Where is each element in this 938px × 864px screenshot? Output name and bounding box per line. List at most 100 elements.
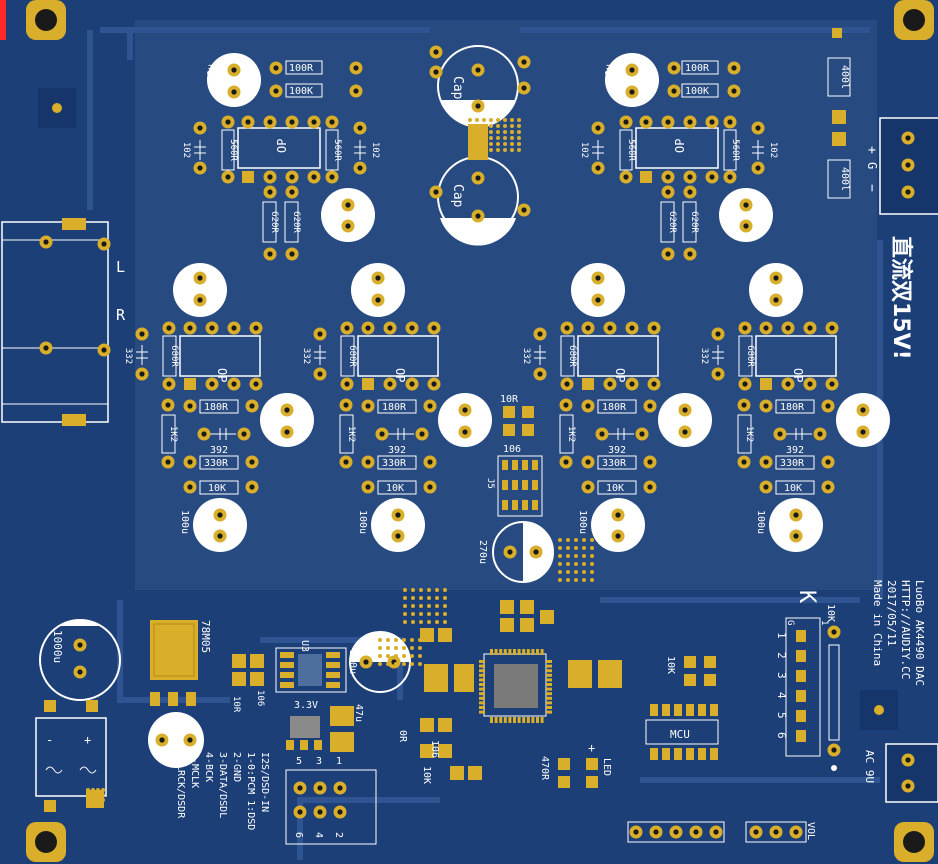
via [482,130,486,134]
via [582,570,586,574]
pin-label: 1 [819,620,829,625]
pin-label: G [785,620,795,625]
via [482,124,486,128]
qfp-lead [522,717,526,723]
qfp-lead [479,696,485,700]
qfp-lead [479,664,485,668]
pin-number: 5 [775,712,788,719]
via [503,130,507,134]
qfp-lead [546,710,552,714]
qfp-lead [526,717,530,723]
via [468,130,472,134]
via [403,588,407,592]
resistor-label: 1K2 [346,426,356,442]
resistor-label: 10R [231,696,241,713]
diode-label: 400l [839,167,850,191]
resistor-label: 100R [289,63,314,74]
cap-label: 392 [210,445,228,456]
qfp-lead [479,687,485,691]
cap-label: 10u [663,410,674,428]
cap-label: 100u [755,510,766,534]
via [558,538,562,542]
cap-label: 270u [165,734,176,758]
cap-label: 392 [608,445,626,456]
resistor-label: 10K [825,604,836,622]
amp-block-mid-4: 10u 332 680R OP 180R 1K2 392 330R 10K 10… [699,263,890,552]
ic-label: OP [275,139,289,153]
via [566,570,570,574]
qfp-lead [499,717,503,723]
qfp-lead [546,687,552,691]
qfp-lead [546,683,552,686]
via [496,130,500,134]
resistor-label: 10K [421,766,432,784]
cap-label: 47u [353,704,364,722]
cap-label: 270u [477,540,488,564]
info-line: HTTP://AUDIY.CC [899,580,912,679]
cap-label: 392 [388,445,406,456]
cap-label: 10u [355,280,366,298]
via [517,130,521,134]
qfp-lead [494,717,498,723]
power-note: 直流双15V! [888,236,914,360]
cap-label: 270u [347,650,358,674]
via [489,118,493,122]
via [96,788,100,792]
cap-label: 10u [327,205,338,223]
qfp-lead [546,660,552,663]
via [574,538,578,542]
resistor-label: 620R [269,211,279,233]
resistor-label: 680R [567,345,577,367]
via [482,118,486,122]
via [91,798,95,802]
cap-label: 392 [786,445,804,456]
center-smd: 10R 106 J5 270u [477,394,554,632]
via [435,604,439,608]
cap-label: 100u [357,510,368,534]
resistor-label: 560R [332,139,342,161]
via [510,148,514,152]
via [496,148,500,152]
via [489,124,493,128]
via [475,118,479,122]
cap-label: 10u [753,280,764,298]
bridge-plus: + [84,733,91,747]
qfp-lead [540,717,544,723]
resistor-label: 620R [291,211,301,233]
resistor-label: 330R [780,458,805,469]
via [590,554,594,558]
via [517,136,521,140]
via [475,148,479,152]
polarity-minus: − [864,184,879,192]
via [590,546,594,550]
via [410,646,414,650]
dac-chip: 0R 106 10K [397,628,622,784]
via [411,612,415,616]
cap-label: 10u [206,64,217,82]
i2s-pin-line: 1-0:PCM 1:DSD [245,752,256,830]
cap-label: 102 [370,142,380,158]
cap-label: 332 [699,348,709,364]
cap-label: 332 [301,348,311,364]
cap-label: 102 [579,142,589,158]
qfp-lead [526,649,530,655]
resistor-label: 1K2 [168,426,178,442]
via [411,620,415,624]
qfp-lead [517,717,521,723]
cap-label: Cap [450,76,465,100]
header-label: K [794,590,819,604]
amp-block-mid-2: 10u 332 680R OP 180R 1K2 392 330R 10K 10… [301,263,492,552]
cap-label: 10u [604,64,615,82]
led-plus: + [588,741,595,755]
via [411,588,415,592]
diode-label: 400l [839,65,850,89]
via [574,562,578,566]
via [86,798,90,802]
via [503,118,507,122]
qfp-lead [522,649,526,655]
jumper-label: J5 [485,478,495,489]
pin-number: 3 [775,672,788,679]
amp-block-mid-1: 10u 332 680R OP 180R 1K2 392 330R 10K 10… [123,263,314,552]
resistor-label: 620R [689,211,699,233]
